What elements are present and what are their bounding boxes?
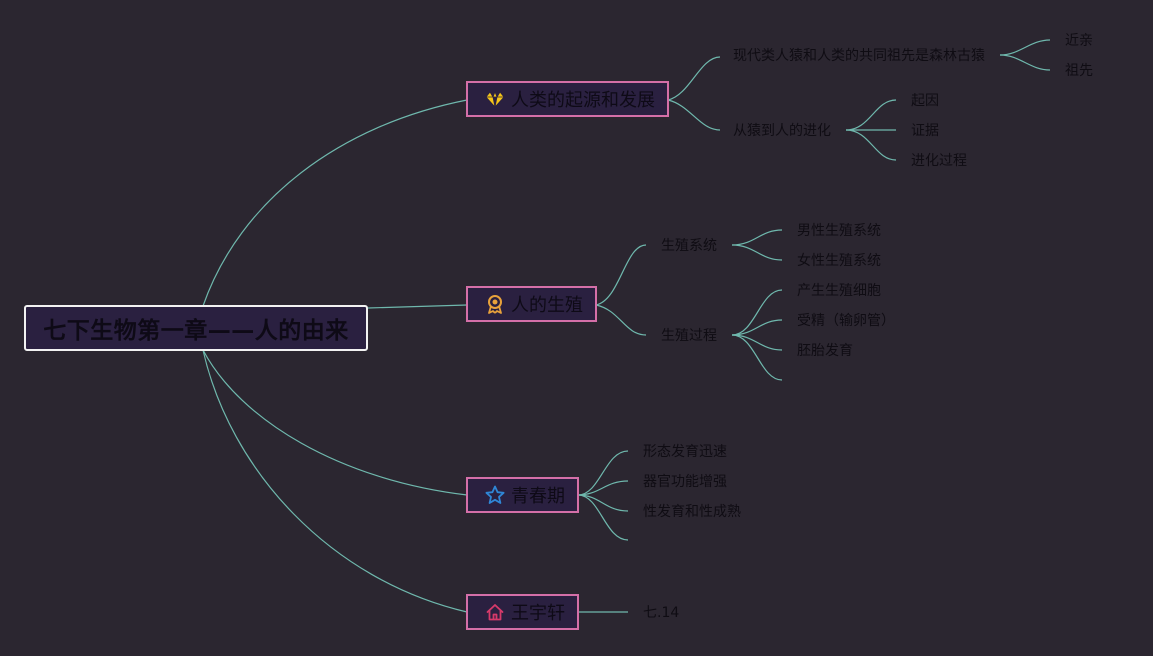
link-b1-c1	[667, 56, 721, 101]
link-b3-c2	[577, 480, 629, 496]
branch-reproduction-label: 人的生殖	[511, 295, 583, 316]
branch-author-label: 王宇轩	[511, 603, 565, 624]
branch-author[interactable]: 王宇轩	[466, 594, 579, 630]
link-b2c2-leaf4	[731, 334, 783, 381]
diamond-icon	[485, 89, 505, 109]
star-icon	[485, 485, 505, 505]
topic-close-relative[interactable]: 近亲	[1065, 33, 1093, 49]
topic-embryo-development[interactable]: 胚胎发育	[797, 343, 853, 359]
branch-origin-development-label: 人类的起源和发展	[511, 90, 655, 111]
link-b2c2-leaf1	[731, 289, 783, 336]
root-topic-label: 七下生物第一章——人的由来	[43, 318, 349, 344]
topic-germ-cells[interactable]: 产生生殖细胞	[797, 283, 881, 299]
link-b2-c2	[595, 304, 647, 336]
topic-ancestor[interactable]: 祖先	[1065, 63, 1093, 79]
link-root-branch-1	[202, 99, 468, 307]
link-b1c1-leaf1	[999, 39, 1051, 56]
branch-reproduction[interactable]: 人的生殖	[466, 286, 597, 322]
link-root-branch-2	[367, 304, 468, 309]
award-medal-icon	[485, 294, 505, 314]
link-b3-c1	[577, 450, 629, 496]
topic-cause[interactable]: 起因	[911, 93, 939, 109]
topic-ape-to-human[interactable]: 从猿到人的进化	[733, 123, 831, 139]
branch-origin-development[interactable]: 人类的起源和发展	[466, 81, 669, 117]
link-b1c2-leaf3	[845, 129, 897, 161]
link-b2c1-leaf1	[731, 229, 783, 246]
branch-puberty[interactable]: 青春期	[466, 477, 579, 513]
topic-fertilization[interactable]: 受精（输卵管）	[797, 313, 895, 329]
topic-reproductive-process[interactable]: 生殖过程	[661, 328, 717, 344]
link-b1c2-leaf1	[845, 99, 897, 131]
link-b2c2-leaf2	[731, 319, 783, 336]
link-b2c1-leaf2	[731, 244, 783, 261]
branch-puberty-label: 青春期	[511, 486, 565, 507]
link-b3-c4	[577, 494, 629, 541]
topic-evolution-process[interactable]: 进化过程	[911, 153, 967, 169]
topic-common-ancestor[interactable]: 现代类人猿和人类的共同祖先是森林古猿	[733, 48, 985, 64]
topic-male-reproductive-system[interactable]: 男性生殖系统	[797, 223, 881, 239]
topic-rapid-morphology[interactable]: 形态发育迅速	[643, 444, 727, 460]
root-topic[interactable]: 七下生物第一章——人的由来	[24, 305, 368, 351]
topic-class-number[interactable]: 七.14	[643, 605, 680, 621]
home-icon	[485, 602, 505, 622]
topic-female-reproductive-system[interactable]: 女性生殖系统	[797, 253, 881, 269]
topic-sexual-maturity[interactable]: 性发育和性成熟	[643, 504, 741, 520]
link-b1c1-leaf2	[999, 54, 1051, 71]
link-root-branch-4	[202, 349, 468, 613]
link-root-branch-3	[202, 349, 468, 496]
topic-reproductive-system[interactable]: 生殖系统	[661, 238, 717, 254]
link-b1-c2	[667, 99, 721, 131]
topic-organ-function[interactable]: 器官功能增强	[643, 474, 727, 490]
link-b2-c1	[595, 244, 647, 306]
topic-evidence[interactable]: 证据	[911, 123, 939, 139]
